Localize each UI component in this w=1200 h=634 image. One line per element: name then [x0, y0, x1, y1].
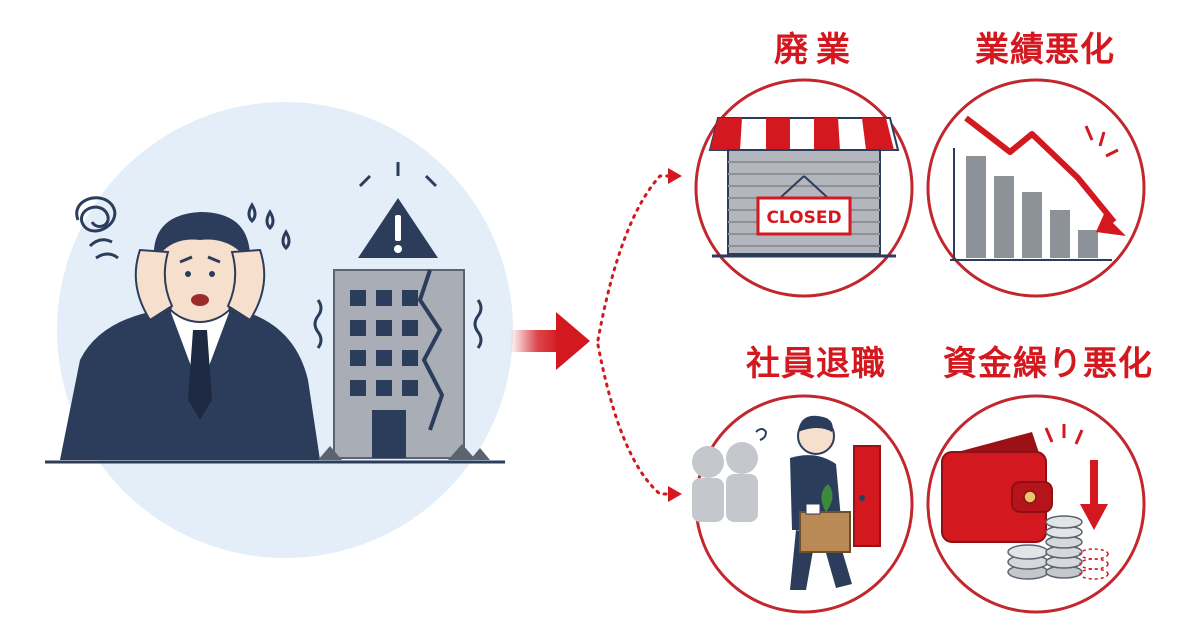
fading-coins-icon [1079, 548, 1109, 580]
resigning-employee-icon [692, 415, 881, 590]
outcome-label-resign: 社員退職 [746, 344, 886, 384]
distressed-businessman [45, 212, 505, 464]
closed-shop-icon: CLOSED [708, 117, 900, 258]
outcome-label-cashflow: 資金繰り悪化 [943, 344, 1153, 384]
outcome-label-decline: 業績悪化 [975, 30, 1115, 70]
down-arrow-icon [1044, 424, 1108, 530]
coin-stack-icon [1007, 515, 1083, 580]
stress-scribble-icon [75, 196, 119, 260]
arrow-right-icon [510, 312, 590, 370]
connector-lines [596, 174, 672, 496]
sweat-drops-icon [247, 202, 291, 251]
warning-triangle-icon [358, 162, 438, 258]
declining-bar-chart-icon [950, 115, 1126, 261]
outcome-decline [926, 78, 1146, 298]
shop-sign-text: CLOSED [766, 208, 841, 228]
outcome-closure: CLOSED [694, 78, 914, 298]
outcome-label-closure: 廃業 [774, 30, 858, 70]
outcome-resign [692, 394, 914, 614]
cracked-building [313, 269, 490, 460]
wallet-icon [941, 432, 1053, 543]
trouble-scene [45, 102, 513, 558]
outcome-cashflow [926, 394, 1146, 614]
